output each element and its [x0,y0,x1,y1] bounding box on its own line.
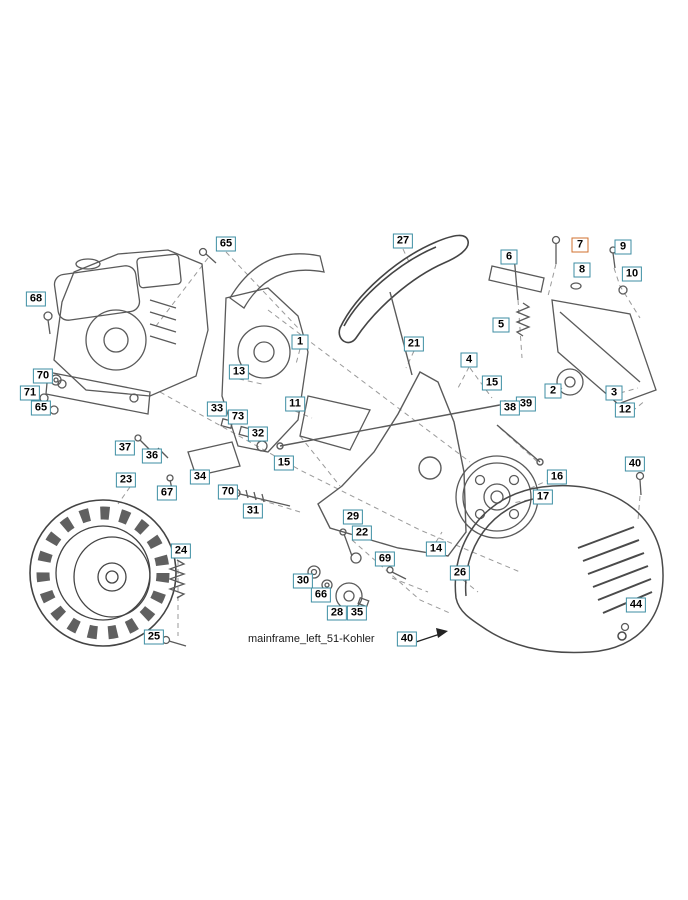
diagram-caption: mainframe_left_51-Kohler [248,633,375,645]
part-label-69[interactable]: 69 [374,551,396,567]
part-label-9[interactable]: 9 [614,239,632,255]
part-label-17[interactable]: 17 [532,489,554,505]
part-label-22[interactable]: 22 [351,525,373,541]
wheel-assembly [29,499,177,647]
belt-cover [454,484,664,654]
part-label-3[interactable]: 3 [605,385,623,401]
engine-assembly [45,249,209,415]
part-label-7[interactable]: 7 [571,237,589,253]
part-label-36[interactable]: 36 [141,448,163,464]
part-label-13[interactable]: 13 [228,364,250,380]
part-label-16[interactable]: 16 [546,469,568,485]
control-rods [276,291,544,466]
part-label-32[interactable]: 32 [247,426,269,442]
depth-plate [299,395,371,451]
part-label-10[interactable]: 10 [621,266,643,282]
part-label-66[interactable]: 66 [310,587,332,603]
part-label-8[interactable]: 8 [573,262,591,278]
part-label-40[interactable]: 40 [624,456,646,472]
part-label-25[interactable]: 25 [143,629,165,645]
drive-belt [338,234,469,344]
part-label-1[interactable]: 1 [291,334,309,350]
part-label-24[interactable]: 24 [170,543,192,559]
part-label-70[interactable]: 70 [32,368,54,384]
part-label-29[interactable]: 29 [342,509,364,525]
part-label-65[interactable]: 65 [30,400,52,416]
fender-arc [229,253,325,309]
tine-shield [551,299,657,405]
front-bracket [221,287,309,453]
part-label-44[interactable]: 44 [625,597,647,613]
main-frame-plate [317,371,467,557]
part-label-33[interactable]: 33 [206,401,228,417]
part-label-40[interactable]: 40 [396,631,418,647]
pointer-arrow [415,628,448,643]
part-label-26[interactable]: 26 [449,565,471,581]
part-label-34[interactable]: 34 [189,469,211,485]
part-label-68[interactable]: 68 [25,291,47,307]
part-label-6[interactable]: 6 [500,249,518,265]
part-label-67[interactable]: 67 [156,485,178,501]
part-label-5[interactable]: 5 [492,317,510,333]
part-label-28[interactable]: 28 [326,605,348,621]
part-label-73[interactable]: 73 [227,409,249,425]
part-label-14[interactable]: 14 [425,541,447,557]
part-label-30[interactable]: 30 [292,573,314,589]
part-label-15[interactable]: 15 [481,375,503,391]
part-label-23[interactable]: 23 [115,472,137,488]
part-label-21[interactable]: 21 [403,336,425,352]
part-label-11[interactable]: 11 [285,396,305,412]
part-label-38[interactable]: 38 [499,400,521,416]
part-label-15[interactable]: 15 [273,455,295,471]
part-label-35[interactable]: 35 [346,605,368,621]
part-label-31[interactable]: 31 [242,503,264,519]
part-label-71[interactable]: 71 [19,385,41,401]
part-label-70[interactable]: 70 [217,484,239,500]
part-label-12[interactable]: 12 [614,402,636,418]
part-label-37[interactable]: 37 [114,440,136,456]
part-label-65[interactable]: 65 [215,236,237,252]
bracket-hardware [198,235,628,337]
part-label-27[interactable]: 27 [392,233,414,249]
part-label-4[interactable]: 4 [460,352,478,368]
part-label-2[interactable]: 2 [544,383,562,399]
